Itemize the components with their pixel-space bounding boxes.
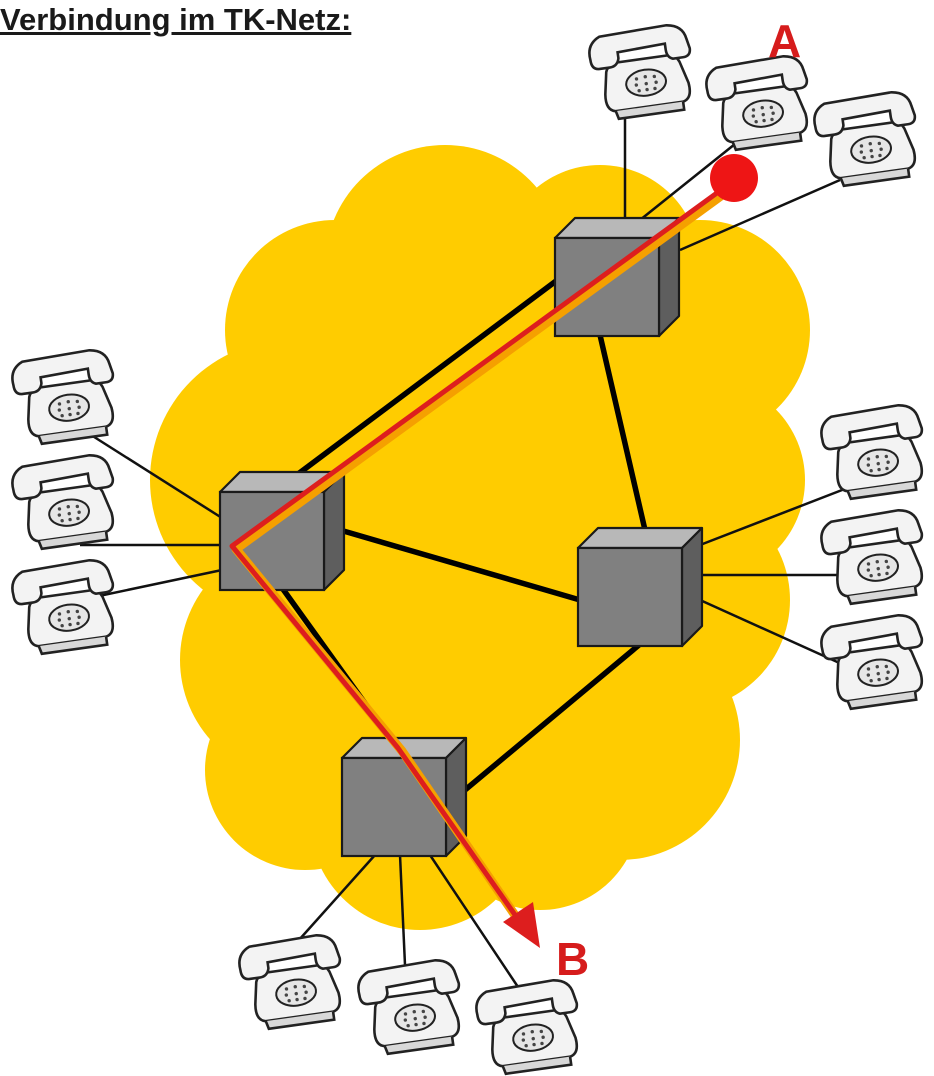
endpoint-label-b: B	[556, 933, 590, 985]
connection-path	[229, 179, 741, 926]
telephone-icon	[810, 88, 925, 190]
diagram-title: Verbindung im TK-Netz:	[0, 2, 352, 37]
switch-left	[218, 470, 346, 592]
telephone-icon	[817, 506, 932, 608]
telephone-icon	[354, 956, 469, 1058]
telephone-icon	[472, 976, 587, 1076]
telephone-icon	[8, 346, 123, 448]
telephone-icon	[585, 21, 700, 123]
start-point-a	[710, 154, 758, 202]
telephone-icon	[235, 931, 350, 1033]
telephone-icon	[8, 556, 123, 658]
telephone-icon	[702, 52, 817, 154]
switch-right	[576, 526, 704, 648]
arrow-head	[503, 902, 540, 948]
telephone-icon	[817, 401, 932, 503]
endpoint-label-a: A	[768, 15, 802, 67]
telephone-icon	[8, 451, 123, 553]
